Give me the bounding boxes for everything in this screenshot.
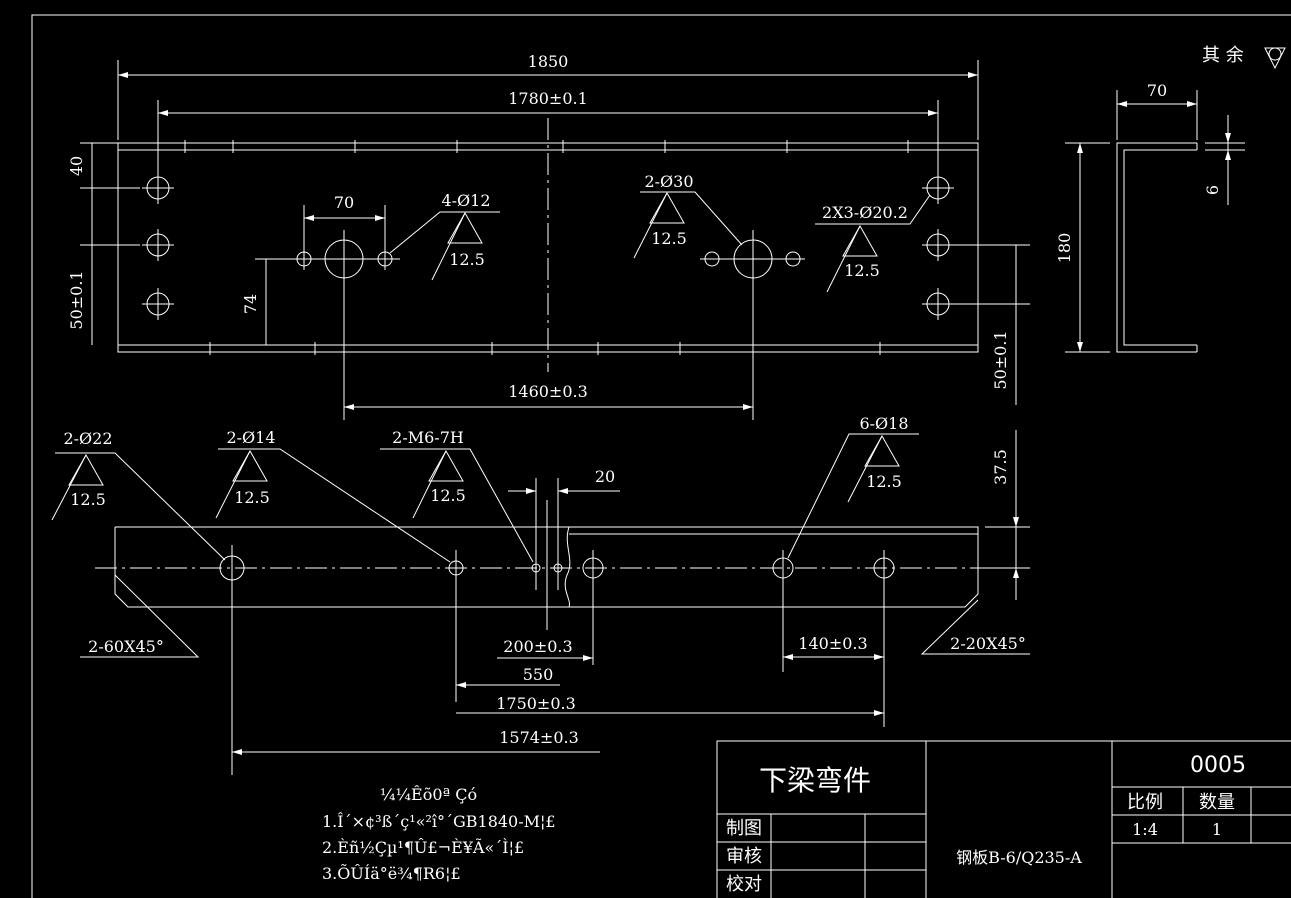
row-review-label: 审核	[726, 846, 762, 867]
label-chamfer-left: 2-60X45°	[88, 637, 164, 656]
dim-550: 550	[523, 665, 554, 684]
dim-hole-span: 1780±0.1	[508, 89, 588, 108]
roughness-2x3-20: 12.5	[844, 261, 880, 280]
front-view-outline	[114, 526, 979, 608]
dim-1574: 1574±0.3	[499, 728, 579, 747]
dim-20: 20	[595, 467, 615, 486]
top-view: 1850 1780±0.1 40 50±0.1 70 74 1460±0.3 5…	[67, 52, 1030, 420]
roughness-4-12: 12.5	[449, 250, 485, 269]
hole-left-column	[142, 172, 174, 320]
top-view-outline	[117, 142, 979, 353]
dim-200: 200±0.3	[503, 637, 572, 656]
row-check-label: 校对	[726, 874, 762, 895]
dim-thickness-6: 6	[1203, 185, 1222, 195]
dim-height-180: 180	[1055, 233, 1074, 264]
roughness-2-30: 12.5	[651, 229, 687, 248]
label-holes-6-18: 6-Ø18	[859, 414, 908, 433]
roughness-2-22: 12.5	[70, 490, 106, 509]
label-holes-2-14: 2-Ø14	[226, 428, 275, 447]
drawing-number: 0005	[1190, 753, 1246, 778]
dim-37-5: 37.5	[991, 449, 1010, 485]
scale-label: 比例	[1127, 792, 1163, 813]
hole-right-column	[922, 172, 954, 320]
technical-notes: ¼¼Êõ0ª Çó 1.Î´×¢³ß´ç¹«²î°´GB1840-M¦£ 2.È…	[322, 784, 556, 883]
sheet-border	[31, 14, 1291, 898]
dim-74: 74	[241, 294, 260, 314]
dim-flange-70: 70	[1147, 81, 1167, 100]
note-1: 1.Î´×¢³ß´ç¹«²î°´GB1840-M¦£	[322, 811, 556, 831]
label-holes-2x3-20: 2X3-Ø20.2	[822, 203, 908, 222]
roughness-m6: 12.5	[430, 486, 466, 505]
scale-value: 1:4	[1132, 820, 1158, 839]
part-name: 下梁弯件	[759, 764, 871, 797]
roughness-2-14: 12.5	[234, 488, 270, 507]
section-view: 70 180 6	[1055, 81, 1245, 353]
dim-overall-length: 1850	[528, 52, 569, 71]
note-2: 2.Èñ½Çµ¹¶Û£¬È¥Ã«´Ì¦£	[322, 837, 524, 857]
note-3: 3.ÕÛÍä°ë¾¶R6¦£	[322, 863, 461, 883]
surface-finish-note: 其 余	[1202, 45, 1286, 70]
roughness-6-18: 12.5	[866, 472, 902, 491]
material: 钢板B-6/Q235-A	[956, 848, 1082, 867]
label-holes-4-12: 4-Ø12	[441, 191, 490, 210]
dim-edge-50-right: 50±0.1	[991, 330, 1010, 389]
surface-note-text: 其 余	[1202, 45, 1244, 66]
dim-edge-40: 40	[67, 156, 86, 176]
label-holes-m6: 2-M6-7H	[392, 428, 464, 447]
label-chamfer-right: 2-20X45°	[950, 634, 1026, 653]
dim-span-1460: 1460±0.3	[508, 382, 588, 401]
dim-pitch-70: 70	[334, 193, 354, 212]
qty-value: 1	[1212, 820, 1222, 839]
title-block: 下梁弯件 0005 比例 数量 1:4 1 制图 审核 校对 钢板B-6/Q23…	[716, 740, 1291, 898]
front-view: 20 37.5 2-Ø22 12.5 2-Ø14 12.5 2-M6-7H 12…	[51, 414, 1030, 775]
label-holes-2-22: 2-Ø22	[63, 429, 112, 448]
dim-140: 140±0.3	[798, 634, 867, 653]
row-draw-label: 制图	[726, 818, 762, 839]
qty-label: 数量	[1199, 792, 1235, 813]
hole-group-right	[700, 230, 805, 420]
dim-edge-50-left: 50±0.1	[67, 270, 86, 329]
notes-heading: ¼¼Êõ0ª Çó	[380, 784, 477, 804]
dim-1750: 1750±0.3	[496, 694, 576, 713]
label-holes-2-30: 2-Ø30	[644, 172, 693, 191]
hole-group-left	[255, 205, 400, 420]
